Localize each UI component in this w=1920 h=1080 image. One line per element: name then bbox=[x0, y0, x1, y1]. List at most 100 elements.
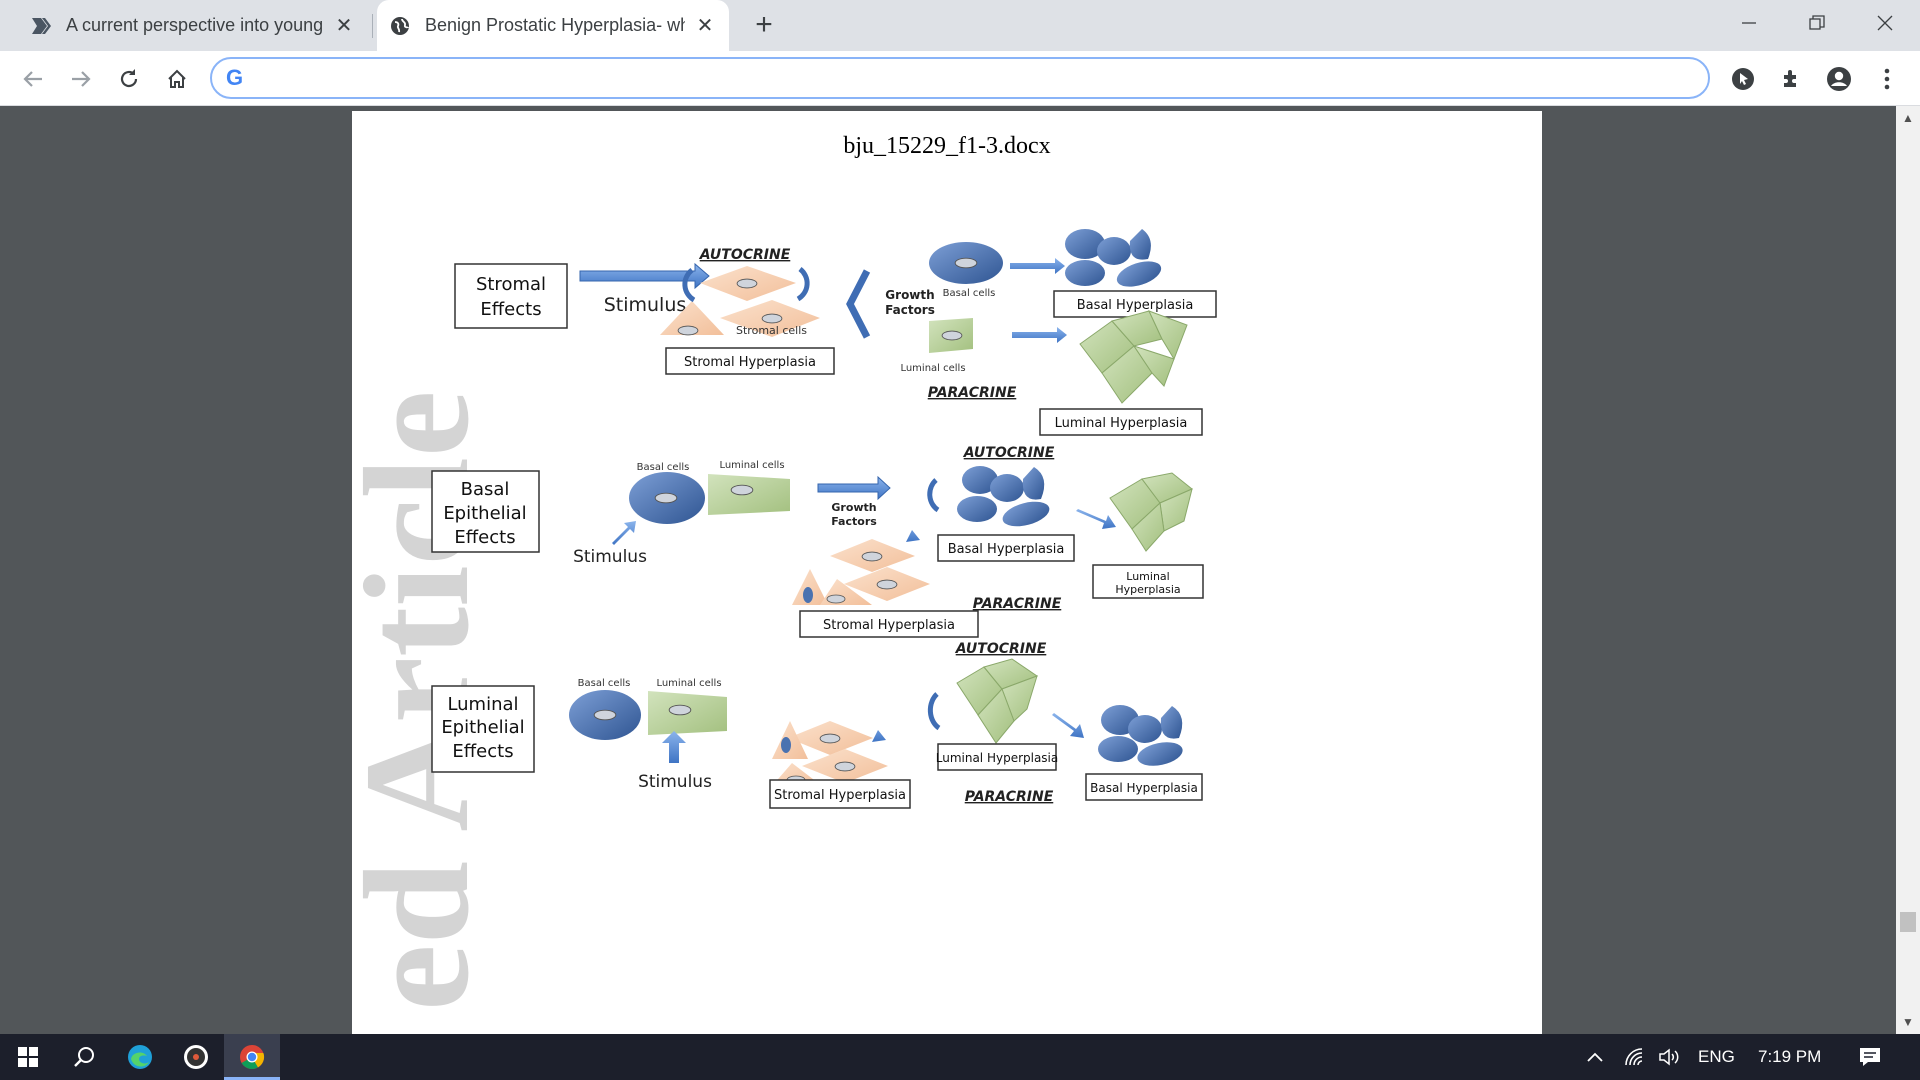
stromal-cells-label: Stromal cells bbox=[736, 324, 807, 337]
growth-factor-arrow bbox=[846, 269, 871, 339]
globe-icon bbox=[389, 15, 411, 37]
basal-epithelial-effects-box bbox=[431, 470, 540, 553]
restore-icon[interactable] bbox=[1794, 6, 1840, 40]
luminal-epithelial-effects-box bbox=[431, 685, 535, 773]
document-arrow-icon bbox=[30, 15, 52, 37]
basal-hyperplasia-label: Basal Hyperplasia bbox=[1077, 298, 1194, 313]
basal-cells-label: Basal cells bbox=[578, 678, 631, 689]
stimulus-arrow bbox=[579, 262, 710, 290]
paracrine-label: PARACRINE bbox=[928, 385, 1017, 401]
luminal-hyperplasia-label: Luminal bbox=[1126, 570, 1169, 583]
autocrine-loop-arrow bbox=[682, 268, 696, 303]
stimulus-label: Stimulus bbox=[638, 772, 712, 792]
address-input[interactable] bbox=[262, 65, 1682, 91]
search-icon[interactable] bbox=[56, 1034, 112, 1080]
growth-factors-label: Growth bbox=[885, 288, 934, 302]
scroll-down-icon[interactable]: ▼ bbox=[1902, 1015, 1914, 1029]
luminal-hyperplasia-label: Luminal Hyperplasia bbox=[1055, 416, 1188, 431]
browser-toolbar: G bbox=[0, 51, 1920, 106]
chrome-browser-icon[interactable] bbox=[224, 1034, 280, 1080]
clock-time[interactable]: 7:19 PM bbox=[1758, 1047, 1822, 1066]
growth-factors-label: Growth bbox=[831, 501, 876, 514]
scroll-up-icon[interactable]: ▲ bbox=[1902, 111, 1914, 125]
stimulus-arrow bbox=[662, 731, 686, 763]
windows-start-icon[interactable] bbox=[0, 1034, 56, 1080]
luminal-hyperplasia-label: Luminal Hyperplasia bbox=[936, 751, 1059, 765]
wifi-icon[interactable] bbox=[1624, 1034, 1646, 1080]
close-tab-icon[interactable]: ✕ bbox=[696, 14, 714, 37]
vertical-scrollbar[interactable]: ▲ ▼ bbox=[1896, 106, 1920, 1034]
luminal-hyperplasia-label: Hyperplasia bbox=[1115, 583, 1180, 596]
extensions-puzzle-icon[interactable] bbox=[1774, 62, 1808, 96]
tab-current-perspective[interactable]: A current perspective into young ✕ bbox=[18, 0, 368, 51]
effect-label: Effects bbox=[480, 299, 541, 320]
basal-cells-label: Basal cells bbox=[943, 288, 996, 299]
basal-cells-label: Basal cells bbox=[637, 462, 690, 473]
tab-separator bbox=[372, 14, 373, 38]
show-hidden-icons-chevron-icon[interactable] bbox=[1586, 1034, 1604, 1080]
paracrine-label: PARACRINE bbox=[965, 789, 1054, 805]
google-icon: G bbox=[226, 65, 244, 90]
arrow bbox=[1052, 713, 1084, 738]
stromal-cell bbox=[792, 569, 828, 605]
scroll-thumb[interactable] bbox=[1900, 912, 1916, 932]
effect-label: Stromal bbox=[476, 274, 546, 295]
address-bar[interactable]: G bbox=[210, 57, 1710, 99]
edge-browser-icon[interactable] bbox=[112, 1034, 168, 1080]
effect-label: Luminal bbox=[447, 694, 518, 715]
bph-mechanism-figure: Stromal Effects Stimulus AUTOCRINE Strom… bbox=[431, 229, 1217, 809]
luminal-cells-label: Luminal cells bbox=[656, 678, 721, 689]
stimulus-label: Stimulus bbox=[573, 547, 647, 567]
stromal-cell bbox=[772, 721, 808, 759]
effect-label: Epithelial bbox=[441, 717, 524, 738]
home-icon[interactable] bbox=[160, 62, 194, 96]
basal-hyperplasia-label: Basal Hyperplasia bbox=[948, 542, 1065, 557]
effect-label: Effects bbox=[454, 527, 515, 548]
row-stromal-effects: Stromal Effects Stimulus AUTOCRINE Strom… bbox=[454, 229, 1217, 436]
close-window-icon[interactable] bbox=[1862, 6, 1908, 40]
stimulus-label: Stimulus bbox=[604, 294, 687, 316]
autocrine-label: AUTOCRINE bbox=[955, 641, 1047, 657]
forward-icon[interactable] bbox=[64, 62, 98, 96]
stromal-hyperplasia-box bbox=[665, 347, 835, 375]
close-tab-icon[interactable]: ✕ bbox=[335, 14, 353, 37]
effect-label: Basal bbox=[461, 479, 510, 500]
autocrine-loop-arrow bbox=[927, 478, 940, 513]
luminal-cluster bbox=[1109, 472, 1193, 552]
arrow bbox=[1012, 327, 1067, 343]
stromal-effects-box bbox=[454, 263, 568, 329]
basal-hyperplasia-box bbox=[937, 534, 1075, 562]
autocrine-loop-arrow bbox=[796, 267, 810, 302]
language-indicator[interactable]: ENG bbox=[1698, 1047, 1735, 1066]
reload-icon[interactable] bbox=[112, 62, 146, 96]
profile-icon[interactable] bbox=[1822, 62, 1856, 96]
arrow bbox=[872, 721, 902, 742]
luminal-cluster bbox=[1079, 310, 1188, 404]
luminal-hyperplasia-box bbox=[1039, 408, 1203, 436]
arrow bbox=[1076, 509, 1116, 529]
media-player-icon[interactable] bbox=[168, 1034, 224, 1080]
document-page: ed Article bju_15229_f1-3.docx bbox=[352, 111, 1542, 1034]
luminal-cells-label: Luminal cells bbox=[719, 460, 784, 471]
tab-benign-prostatic-hyperplasia[interactable]: Benign Prostatic Hyperplasia- wh ✕ bbox=[377, 0, 729, 51]
tab-title: Benign Prostatic Hyperplasia- wh bbox=[425, 15, 685, 35]
stromal-hyperplasia-box bbox=[799, 610, 979, 638]
stromal-hyperplasia-label: Stromal Hyperplasia bbox=[684, 355, 816, 370]
luminal-cluster bbox=[956, 658, 1039, 744]
minimize-icon[interactable] bbox=[1726, 6, 1772, 40]
luminal-cells-label: Luminal cells bbox=[900, 363, 965, 374]
document-viewer: ed Article bju_15229_f1-3.docx bbox=[0, 106, 1920, 1034]
back-icon[interactable] bbox=[16, 62, 50, 96]
volume-icon[interactable] bbox=[1658, 1034, 1682, 1080]
new-tab-icon[interactable]: + bbox=[755, 8, 773, 41]
cursor-extension-icon[interactable] bbox=[1726, 62, 1760, 96]
paracrine-label: PARACRINE bbox=[973, 596, 1062, 612]
effect-label: Epithelial bbox=[443, 503, 526, 524]
growth-factors-label: Factors bbox=[885, 303, 935, 317]
basal-hyperplasia-box bbox=[1085, 773, 1203, 801]
autocrine-loop-arrow bbox=[927, 692, 941, 731]
action-center-icon[interactable] bbox=[1858, 1034, 1882, 1080]
menu-kebab-icon[interactable] bbox=[1870, 62, 1904, 96]
luminal-hyperplasia-box bbox=[937, 743, 1057, 771]
growth-factors-label: Factors bbox=[831, 515, 877, 528]
